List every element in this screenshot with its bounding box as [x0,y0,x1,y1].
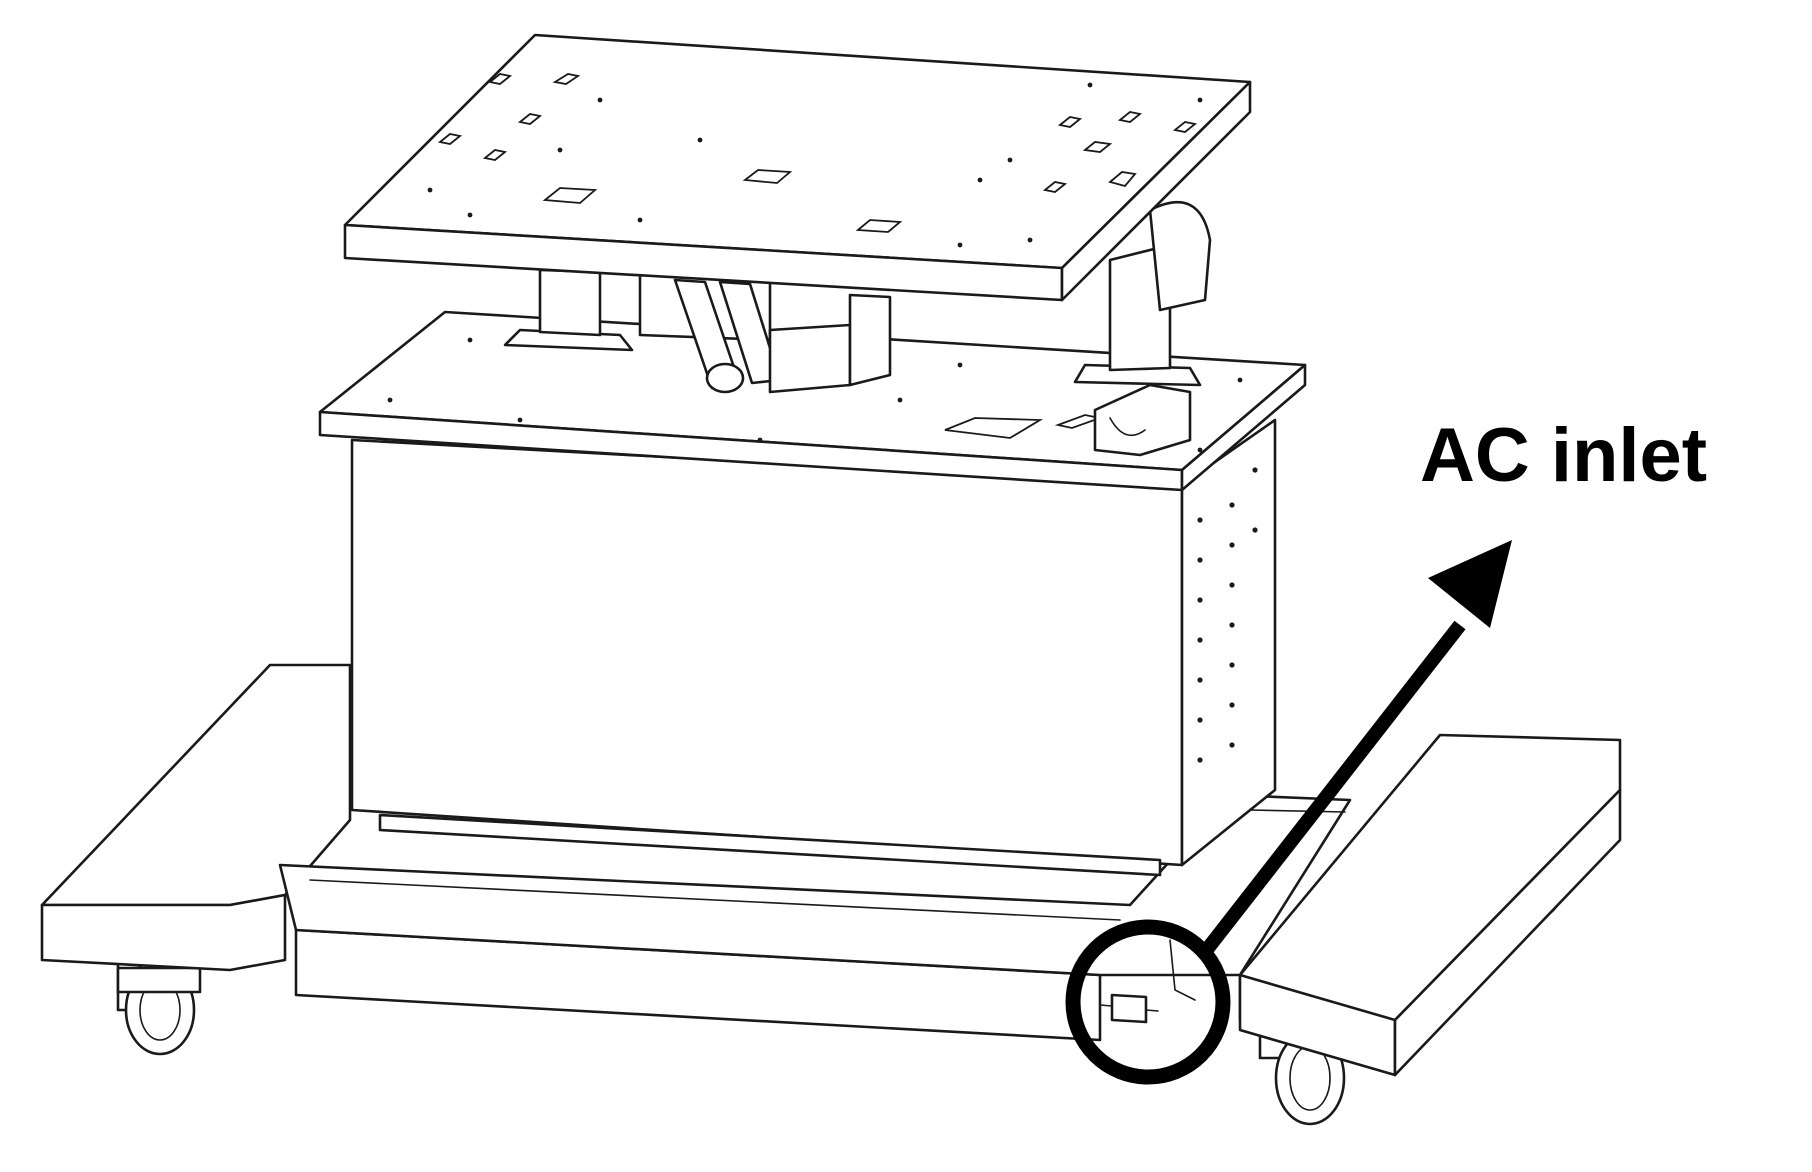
support-columns [503,200,1212,394]
right-column [1108,243,1172,372]
callout-label-ac-inlet: AC inlet [1420,413,1708,498]
base-platform [40,663,1622,1126]
ac-inlet-bracket [1169,939,1196,1001]
center-block [768,323,852,394]
box-side-face [1180,418,1277,867]
ac-inlet-detail [1099,939,1196,1024]
top-plate-dots [427,82,1203,248]
base-plate-edge [309,879,1121,921]
left-column [538,268,602,337]
caster-front-left [116,958,202,1056]
middle-plate-side [1180,363,1307,492]
center-link-pivot [705,362,745,394]
ac-inlet-socket [1110,993,1148,1024]
middle-plate-dots [387,337,1243,453]
callout-marker [1065,540,1512,1085]
base-slot [1249,809,1346,813]
cradle-groove [1109,417,1146,437]
middle-plate-cutout [944,417,1044,439]
box-side-rivets [1197,467,1258,763]
center-block-side [848,293,892,387]
top-plate-cutouts [437,73,1198,233]
top-plate-side-edge [1060,80,1252,302]
base-left-wing-front [40,893,287,972]
top-plate [343,33,1252,302]
callout-arrow-shaft [1199,620,1466,957]
callout-circle [1065,919,1231,1085]
base-right-wing-side [1393,788,1622,1077]
ac-inlet-tabs [1099,1004,1159,1012]
callout-arrow-head [1428,540,1512,628]
base-center-plate [278,793,1352,977]
box-bottom-band [378,813,1162,877]
rear-column [1148,200,1212,312]
main-box [350,418,1277,877]
box-front-face [350,438,1184,867]
middle-plate [318,310,1307,492]
